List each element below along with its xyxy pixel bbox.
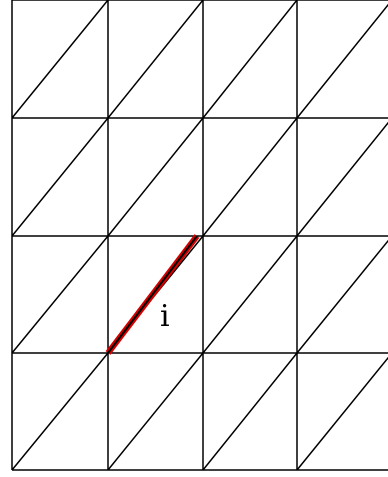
cell-diagonal — [202, 0, 298, 119]
cell-diagonal — [11, 117, 109, 237]
edge-label-i: i — [160, 299, 170, 334]
mesh-grid — [11, 0, 388, 471]
cell-diagonal — [11, 0, 109, 119]
cell-diagonal — [11, 352, 109, 471]
highlighted-edge-core — [107, 235, 198, 354]
cell-diagonal — [107, 117, 204, 237]
cell-diagonal — [296, 121, 388, 237]
cell-diagonal — [11, 235, 109, 354]
cell-diagonal — [202, 235, 298, 354]
cell-diagonal — [296, 239, 388, 354]
cell-diagonal — [202, 117, 298, 237]
cell-diagonal — [296, 3, 388, 119]
cell-diagonal — [202, 352, 298, 471]
cell-diagonal — [107, 0, 204, 119]
highlight-layer — [105, 234, 200, 355]
cell-diagonal — [107, 352, 204, 471]
cell-diagonal — [296, 356, 388, 471]
